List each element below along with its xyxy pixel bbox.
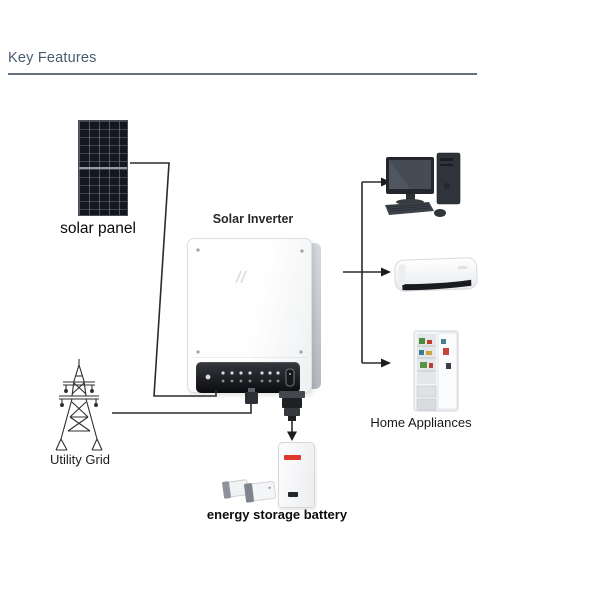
solar-panel-busbar <box>79 167 127 169</box>
solar-panel-label: solar panel <box>60 220 136 237</box>
title-divider <box>8 73 477 75</box>
battery-modules-icon <box>222 479 277 503</box>
desktop-computer-icon <box>385 152 461 217</box>
wire-grid-to-inverter <box>112 404 252 414</box>
air-conditioner-icon <box>394 257 478 292</box>
inverter-cable-gland <box>279 391 305 421</box>
inverter-display-panel <box>196 362 300 393</box>
solar-panel-icon <box>78 120 128 216</box>
battery-brand-badge <box>284 455 301 460</box>
refrigerator-icon <box>413 330 459 412</box>
arrow-computer-icon <box>381 177 391 187</box>
arrow-battery-icon <box>287 431 297 441</box>
utility-tower-icon <box>55 359 103 451</box>
arrow-air-conditioner-icon <box>381 267 391 277</box>
inverter-seam <box>192 357 307 358</box>
home-appliances-label: Home Appliances <box>370 415 472 430</box>
arrow-refrigerator-icon <box>381 358 391 368</box>
page-title: Key Features <box>8 50 97 66</box>
utility-grid-label: Utility Grid <box>50 452 110 467</box>
energy-storage-battery-label: energy storage battery <box>206 507 348 522</box>
battery-indicator-window <box>288 492 298 497</box>
energy-storage-battery-image <box>278 442 315 508</box>
solar-inverter-label: Solar Inverter <box>212 212 294 226</box>
inverter-led-indicators <box>205 368 295 387</box>
